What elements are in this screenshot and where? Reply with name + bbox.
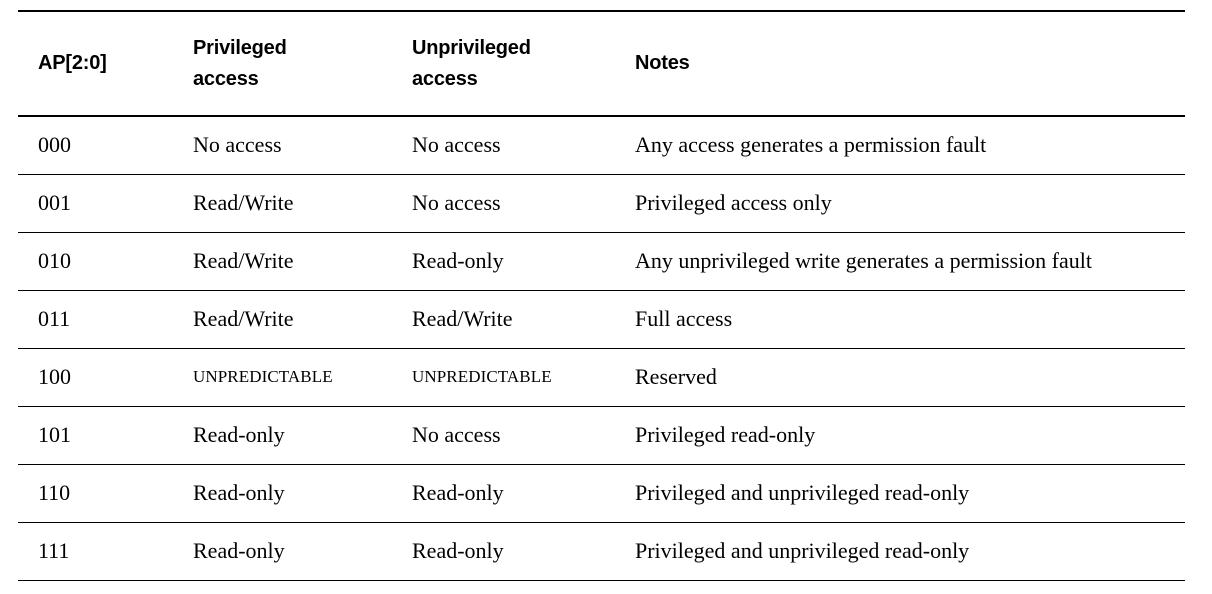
cell-ap-value: 100 (38, 364, 71, 389)
cell-ap-value: 110 (38, 480, 71, 505)
cell-notes-value: Any unprivileged write generates a permi… (635, 248, 1092, 273)
cell-ap-value: 001 (38, 190, 71, 215)
column-header-notes-label: Notes (635, 52, 690, 74)
column-header-unprivileged-access: Unprivileged access (392, 10, 615, 117)
cell-ap: 011 (18, 290, 173, 349)
cell-privileged-value: Read-only (193, 538, 285, 563)
table-container: AP[2:0] Privileged access Unprivileged acc… (18, 10, 1185, 581)
cell-privileged: UNPREDICTABLE (173, 348, 392, 407)
cell-privileged-value: No access (193, 132, 282, 158)
cell-ap-value: 010 (38, 248, 71, 273)
cell-privileged-value: Read/Write (193, 248, 294, 273)
cell-notes: Full access (615, 290, 1185, 349)
column-header-privileged-line2: access (193, 67, 259, 90)
cell-privileged: Read-only (173, 406, 392, 465)
table-row: 100 UNPREDICTABLE UNPREDICTABLE Reserved (18, 348, 1185, 407)
cell-ap: 111 (18, 522, 173, 581)
cell-notes-value: Privileged read-only (635, 422, 816, 447)
cell-privileged: No access (173, 116, 392, 175)
column-header-privileged-access: Privileged access (173, 10, 392, 117)
cell-privileged: Read/Write (173, 174, 392, 233)
cell-unprivileged-value: Read-only (412, 538, 504, 563)
cell-unprivileged-value: No access (412, 422, 501, 447)
table-header-row: AP[2:0] Privileged access Unprivileged acc… (18, 10, 1185, 117)
cell-notes: Privileged access only (615, 174, 1185, 233)
column-header-ap-label: AP[2:0] (38, 52, 107, 74)
cell-ap-value: 011 (38, 306, 71, 331)
cell-ap: 100 (18, 348, 173, 407)
cell-unprivileged: UNPREDICTABLE (392, 348, 615, 407)
cell-notes-value: Privileged and unprivileged read-only (635, 538, 970, 563)
cell-ap: 010 (18, 232, 173, 291)
cell-notes-value: Full access (635, 306, 733, 331)
cell-ap: 110 (18, 464, 173, 523)
memory-access-permissions-table: AP[2:0] Privileged access Unprivileged acc… (18, 10, 1185, 581)
cell-ap: 101 (18, 406, 173, 465)
cell-notes-value: Any access generates a permission fault (635, 132, 987, 158)
cell-privileged: Read-only (173, 464, 392, 523)
cell-privileged-value: UNPREDICTABLE (193, 367, 333, 386)
cell-ap-value: 101 (38, 422, 71, 447)
cell-privileged: Read/Write (173, 290, 392, 349)
column-header-privileged-line1: Privileged (193, 36, 287, 59)
table-row: 110 Read-only Read-only Privileged and u… (18, 464, 1185, 523)
cell-unprivileged: Read-only (392, 232, 615, 291)
table-row: 000 No access No access Any access gener… (18, 116, 1185, 175)
cell-unprivileged: No access (392, 116, 615, 175)
cell-ap: 001 (18, 174, 173, 233)
column-header-privileged-access-label: Privileged access (173, 33, 392, 95)
cell-unprivileged-value: No access (412, 132, 501, 158)
cell-privileged-value: Read/Write (193, 190, 294, 215)
cell-unprivileged: No access (392, 406, 615, 465)
cell-notes: Privileged and unprivileged read-only (615, 464, 1185, 523)
column-header-unprivileged-line1: Unprivileged (412, 36, 531, 59)
column-header-unprivileged-line2: access (412, 67, 478, 90)
cell-privileged-value: Read/Write (193, 306, 294, 331)
table-row: 101 Read-only No access Privileged read-… (18, 406, 1185, 465)
table-body: 000 No access No access Any access gener… (18, 116, 1185, 581)
cell-notes: Any unprivileged write generates a permi… (615, 232, 1185, 291)
table-row: 111 Read-only Read-only Privileged and u… (18, 522, 1185, 581)
cell-unprivileged-value: Read-only (412, 248, 504, 273)
table-row: 001 Read/Write No access Privileged acce… (18, 174, 1185, 233)
cell-notes-value: Privileged and unprivileged read-only (635, 480, 970, 505)
cell-ap-value: 111 (38, 538, 70, 563)
cell-unprivileged-value: UNPREDICTABLE (412, 367, 552, 386)
table-row: 010 Read/Write Read-only Any unprivilege… (18, 232, 1185, 291)
cell-privileged: Read-only (173, 522, 392, 581)
column-header-unprivileged-access-label: Unprivileged access (392, 33, 615, 95)
cell-unprivileged: Read-only (392, 464, 615, 523)
column-header-ap: AP[2:0] (18, 10, 173, 117)
cell-ap: 000 (18, 116, 173, 175)
cell-notes-value: Reserved (635, 364, 717, 389)
cell-unprivileged: Read/Write (392, 290, 615, 349)
cell-notes: Privileged read-only (615, 406, 1185, 465)
cell-privileged-value: Read-only (193, 422, 285, 447)
cell-unprivileged: No access (392, 174, 615, 233)
cell-privileged: Read/Write (173, 232, 392, 291)
cell-notes-value: Privileged access only (635, 190, 832, 215)
table-row: 011 Read/Write Read/Write Full access (18, 290, 1185, 349)
cell-privileged-value: Read-only (193, 480, 285, 505)
cell-notes: Privileged and unprivileged read-only (615, 522, 1185, 581)
cell-ap-value: 000 (38, 132, 71, 158)
cell-unprivileged-value: No access (412, 190, 501, 215)
column-header-notes: Notes (615, 10, 1185, 117)
cell-unprivileged: Read-only (392, 522, 615, 581)
cell-unprivileged-value: Read-only (412, 480, 504, 505)
cell-unprivileged-value: Read/Write (412, 306, 513, 331)
table-header: AP[2:0] Privileged access Unprivileged acc… (18, 10, 1185, 117)
cell-notes: Any access generates a permission fault (615, 116, 1185, 175)
cell-notes: Reserved (615, 348, 1185, 407)
